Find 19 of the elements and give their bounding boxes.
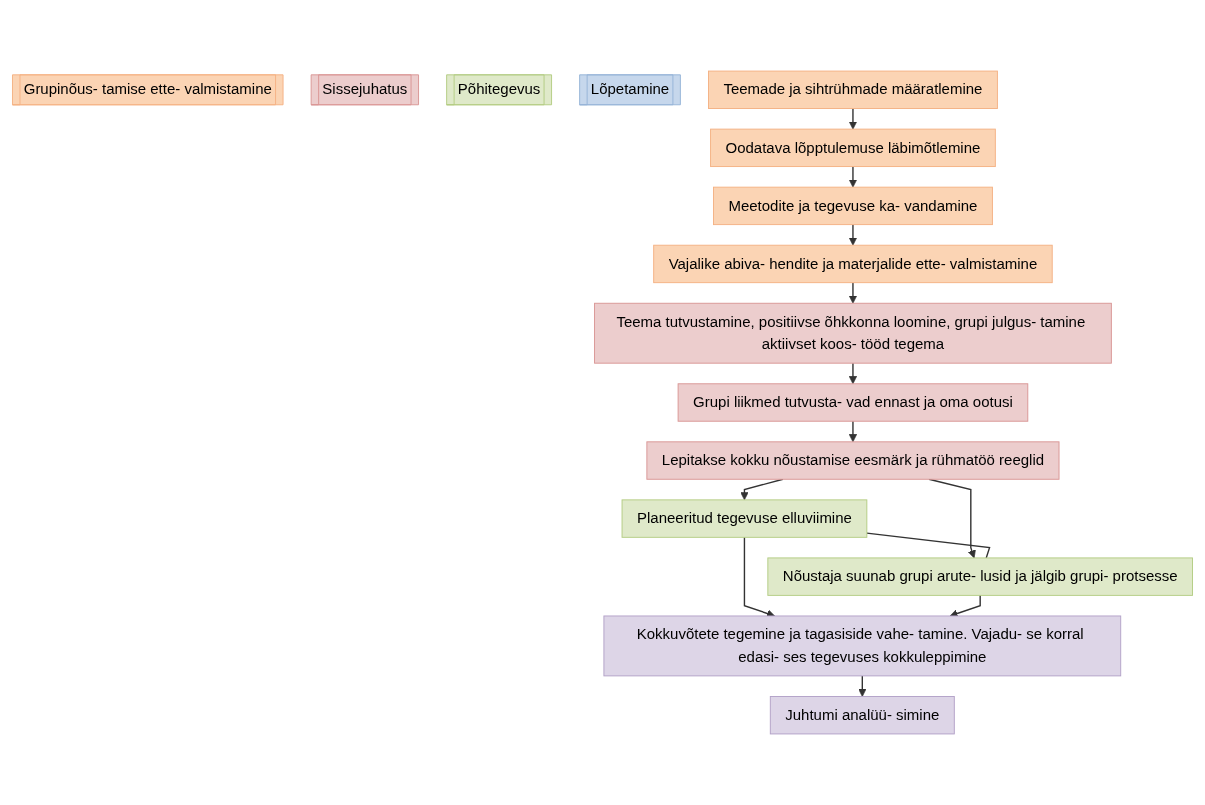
arrow	[848, 281, 858, 304]
node-box: Juhtumi analüü- simine	[769, 696, 955, 735]
arrow	[848, 223, 858, 246]
node-box: Teema tutvustamine, positiivse õhkkonna loomine, grupi julgus- tamine aktiivset koos- tööd tegema	[594, 302, 1112, 364]
node-box: Nõustaja suunab grupi arute- lusid ja jälgib grupi- protsesse	[767, 557, 1193, 596]
arrow	[848, 420, 858, 443]
node-box: Planeeritud tegevuse elluviimine	[621, 499, 868, 538]
node-box: Kokkuvõtete tegemine ja tagasiside vahe- tamine. Vajadu- se korral edasi- ses tegevuses kokkuleppimine	[603, 615, 1122, 677]
arrow	[848, 107, 858, 130]
connector	[866, 532, 991, 559]
node-box: Oodatava lõpptulemuse läbimõtlemine	[710, 128, 996, 168]
arrow	[848, 362, 858, 385]
node-box: Vajalike abiva- hendite ja materjalide ette- valmistamine	[653, 244, 1053, 284]
node-box: Meetodite ja tegevuse ka- vandamine	[713, 186, 993, 226]
node-box: Lepitakse kokku nõustamise eesmärk ja rühmatöö reeglid	[646, 441, 1060, 480]
arrow	[848, 165, 858, 188]
node-box: Grupi liikmed tutvusta- vad ennast ja oma ootusi	[677, 383, 1029, 422]
arrow	[858, 675, 867, 697]
node-box: Teemade ja sihtrühmade määratlemine	[708, 70, 998, 109]
